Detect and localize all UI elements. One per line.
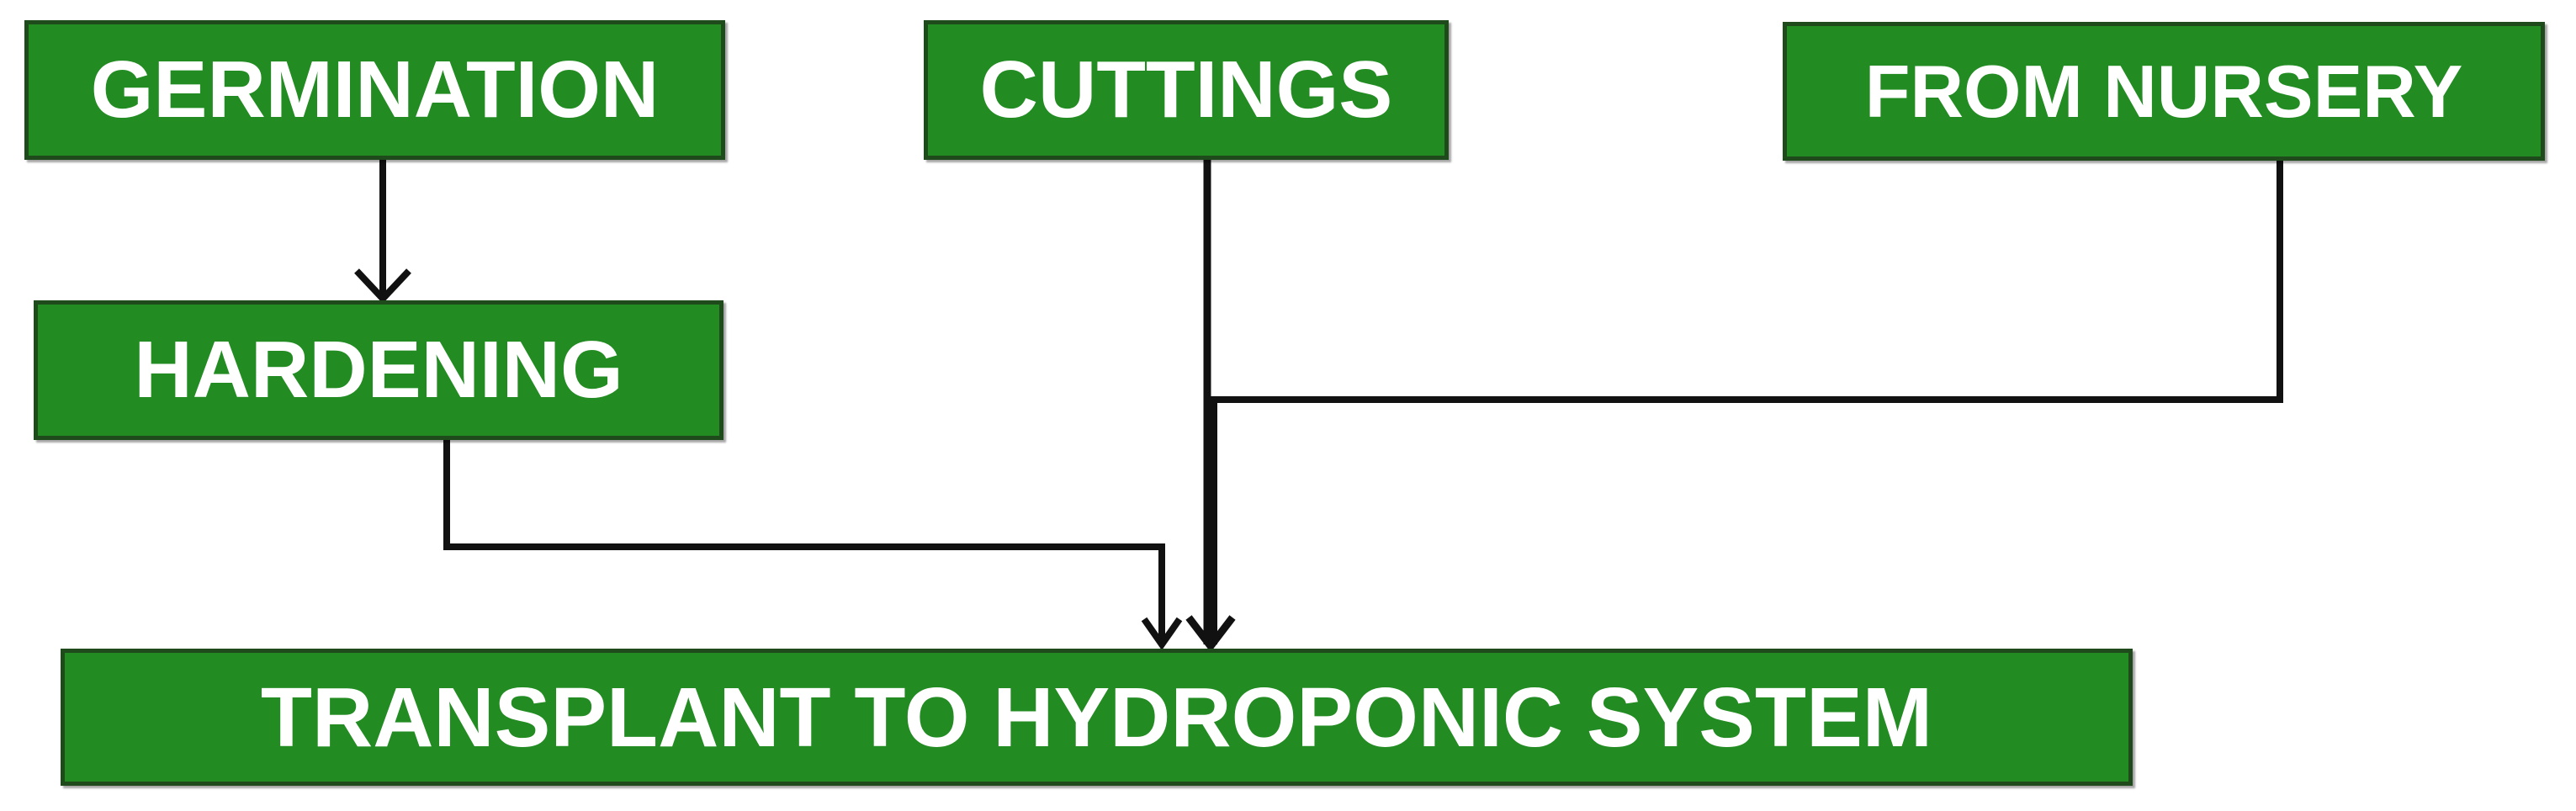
node-hardening-label: HARDENING xyxy=(134,325,623,415)
node-germination-label: GERMINATION xyxy=(90,45,660,135)
node-transplant: TRANSPLANT TO HYDROPONIC SYSTEM xyxy=(61,649,2133,786)
node-hardening: HARDENING xyxy=(34,300,724,440)
node-cuttings-label: CUTTINGS xyxy=(979,45,1393,135)
node-germination: GERMINATION xyxy=(24,20,725,160)
edge-hardening-transplant-arrowhead xyxy=(1141,617,1183,650)
edge-germination-hardening-arrowhead xyxy=(354,268,411,304)
node-from-nursery: FROM NURSERY xyxy=(1783,22,2545,161)
node-cuttings: CUTTINGS xyxy=(924,20,1449,160)
edge-hardening-transplant-line xyxy=(443,440,1165,644)
edge-nursery-transplant-line xyxy=(1211,161,2283,644)
node-from-nursery-label: FROM NURSERY xyxy=(1864,49,2463,133)
edge-merged-arrowhead xyxy=(1185,615,1236,653)
node-transplant-label: TRANSPLANT TO HYDROPONIC SYSTEM xyxy=(260,670,1933,765)
